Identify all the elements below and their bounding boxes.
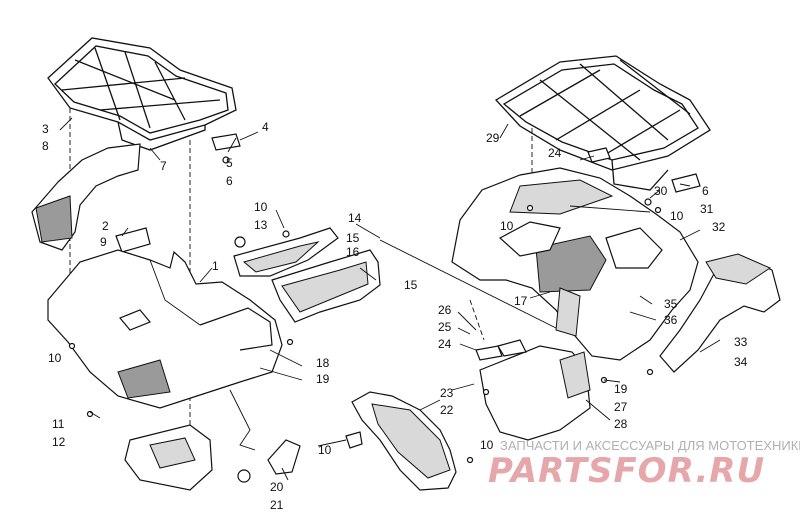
callout-2: 2	[102, 219, 109, 233]
callout-14: 14	[348, 211, 362, 225]
callout-23: 23	[440, 386, 454, 400]
callout-30: 30	[654, 184, 668, 198]
callout-34: 34	[734, 355, 748, 369]
rear-rack	[494, 55, 711, 200]
callout-labels: 1 2 3 4 5 6 7 8 9 10 10 10 10 10 10 11 1…	[42, 120, 748, 512]
center-side-panel-upper	[233, 227, 339, 277]
callout-24-b: 24	[438, 337, 452, 351]
center-side-panel-lower	[271, 249, 381, 323]
callout-19-a: 19	[316, 372, 330, 386]
callout-6-front: 6	[226, 174, 233, 188]
callout-22: 22	[440, 403, 454, 417]
callout-15-b: 15	[404, 278, 418, 292]
front-rack-bracket	[211, 131, 259, 164]
rear-lower-panel	[469, 299, 591, 441]
callout-10-e: 10	[318, 443, 332, 457]
rear-rack-bracket	[587, 147, 701, 206]
callout-16: 16	[346, 245, 360, 259]
footwell-panel	[317, 391, 457, 491]
front-lower-bracket	[124, 389, 301, 491]
callout-24-a: 24	[548, 146, 562, 160]
rear-fender-extension	[659, 253, 781, 373]
callout-19-b: 19	[614, 382, 628, 396]
front-decal-2	[115, 227, 151, 253]
callout-10-d: 10	[670, 209, 684, 223]
callout-5: 5	[226, 156, 233, 170]
callout-29: 29	[486, 131, 500, 145]
front-fender-panel-left	[31, 143, 141, 251]
callout-21: 21	[270, 498, 284, 512]
panel-leader-line	[379, 239, 561, 331]
callout-18: 18	[316, 356, 330, 370]
callout-10-c: 10	[500, 219, 514, 233]
watermark-logo: PARTSFOR.RU	[488, 451, 765, 491]
callout-11: 11	[52, 417, 65, 431]
callout-6-rear: 6	[702, 184, 709, 198]
callout-36: 36	[664, 313, 678, 327]
callout-3: 3	[42, 122, 49, 136]
watermark-tagline: ЗАПЧАСТИ И АКСЕССУАРЫ ДЛЯ МОТОТЕХНИКИ	[500, 438, 800, 453]
callout-27: 27	[614, 400, 628, 414]
callout-35: 35	[664, 297, 678, 311]
callout-15-a: 15	[346, 231, 360, 245]
callout-10-a: 10	[48, 351, 62, 365]
watermark: ЗАПЧАСТИ И АКСЕССУАРЫ ДЛЯ МОТОТЕХНИКИ PA…	[488, 438, 800, 491]
callout-28: 28	[614, 417, 628, 431]
callout-31: 31	[700, 202, 714, 216]
callout-12: 12	[52, 435, 66, 449]
front-fender-main	[47, 249, 283, 409]
callout-4: 4	[262, 120, 269, 134]
callout-leaders	[59, 117, 721, 481]
callout-26: 26	[438, 303, 452, 317]
callout-33: 33	[734, 335, 748, 349]
callout-8: 8	[42, 139, 49, 153]
callout-13: 13	[254, 218, 268, 232]
callout-1: 1	[212, 259, 219, 273]
callout-10-f: 10	[480, 438, 494, 452]
callout-32: 32	[712, 220, 726, 234]
callout-25: 25	[438, 320, 452, 334]
callout-20: 20	[270, 480, 284, 494]
callout-7: 7	[160, 159, 167, 173]
callout-10-b: 10	[254, 200, 268, 214]
callout-9: 9	[100, 235, 107, 249]
rear-fender-main	[451, 167, 699, 361]
callout-17: 17	[514, 294, 528, 308]
